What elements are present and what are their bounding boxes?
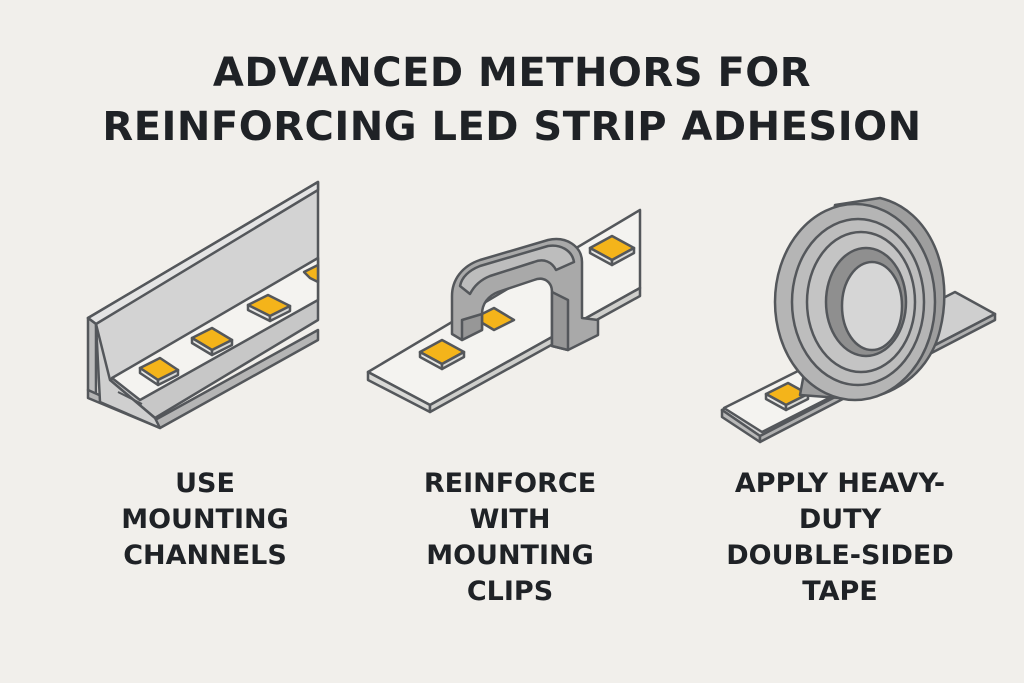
- title-line-2: REINFORCING LED STRIP ADHESION: [102, 104, 922, 150]
- caption-line: MOUNTING: [121, 504, 289, 535]
- caption-line: REINFORCE: [423, 468, 597, 499]
- clip-led-chip-3: [588, 234, 636, 267]
- led-chip-3: [246, 293, 292, 323]
- page-title: ADVANCED METHORS FOR REINFORCING LED STR…: [0, 46, 1024, 154]
- title-line-1: ADVANCED METHORS FOR: [212, 50, 812, 96]
- led-chip-1: [138, 356, 180, 387]
- caption-line: WITH: [469, 504, 551, 535]
- caption-line: DOUBLE-SIDED: [726, 540, 954, 571]
- led-chip-2: [190, 326, 234, 357]
- clip-led-chip-2: [472, 306, 516, 332]
- caption-line: CHANNELS: [123, 540, 287, 571]
- caption-double-sided-tape: APPLY HEAVY- DUTY DOUBLE-SIDED TAPE: [680, 466, 1000, 610]
- caption-line: USE: [175, 468, 235, 499]
- mounting-clip-icon: [366, 208, 642, 414]
- double-sided-tape-icon: [720, 196, 997, 444]
- caption-mounting-clips: REINFORCE WITH MOUNTING CLIPS: [380, 466, 640, 610]
- caption-line: APPLY HEAVY-: [734, 468, 946, 499]
- caption-line: MOUNTING: [426, 540, 594, 571]
- led-chip-4: [302, 263, 320, 284]
- caption-line: CLIPS: [466, 576, 554, 607]
- caption-line: TAPE: [802, 576, 878, 607]
- mounting-channel-icon: [86, 180, 320, 430]
- clip-led-chip-1: [418, 338, 466, 371]
- caption-mounting-channels: USE MOUNTING CHANNELS: [80, 466, 330, 574]
- caption-line: DUTY: [798, 504, 882, 535]
